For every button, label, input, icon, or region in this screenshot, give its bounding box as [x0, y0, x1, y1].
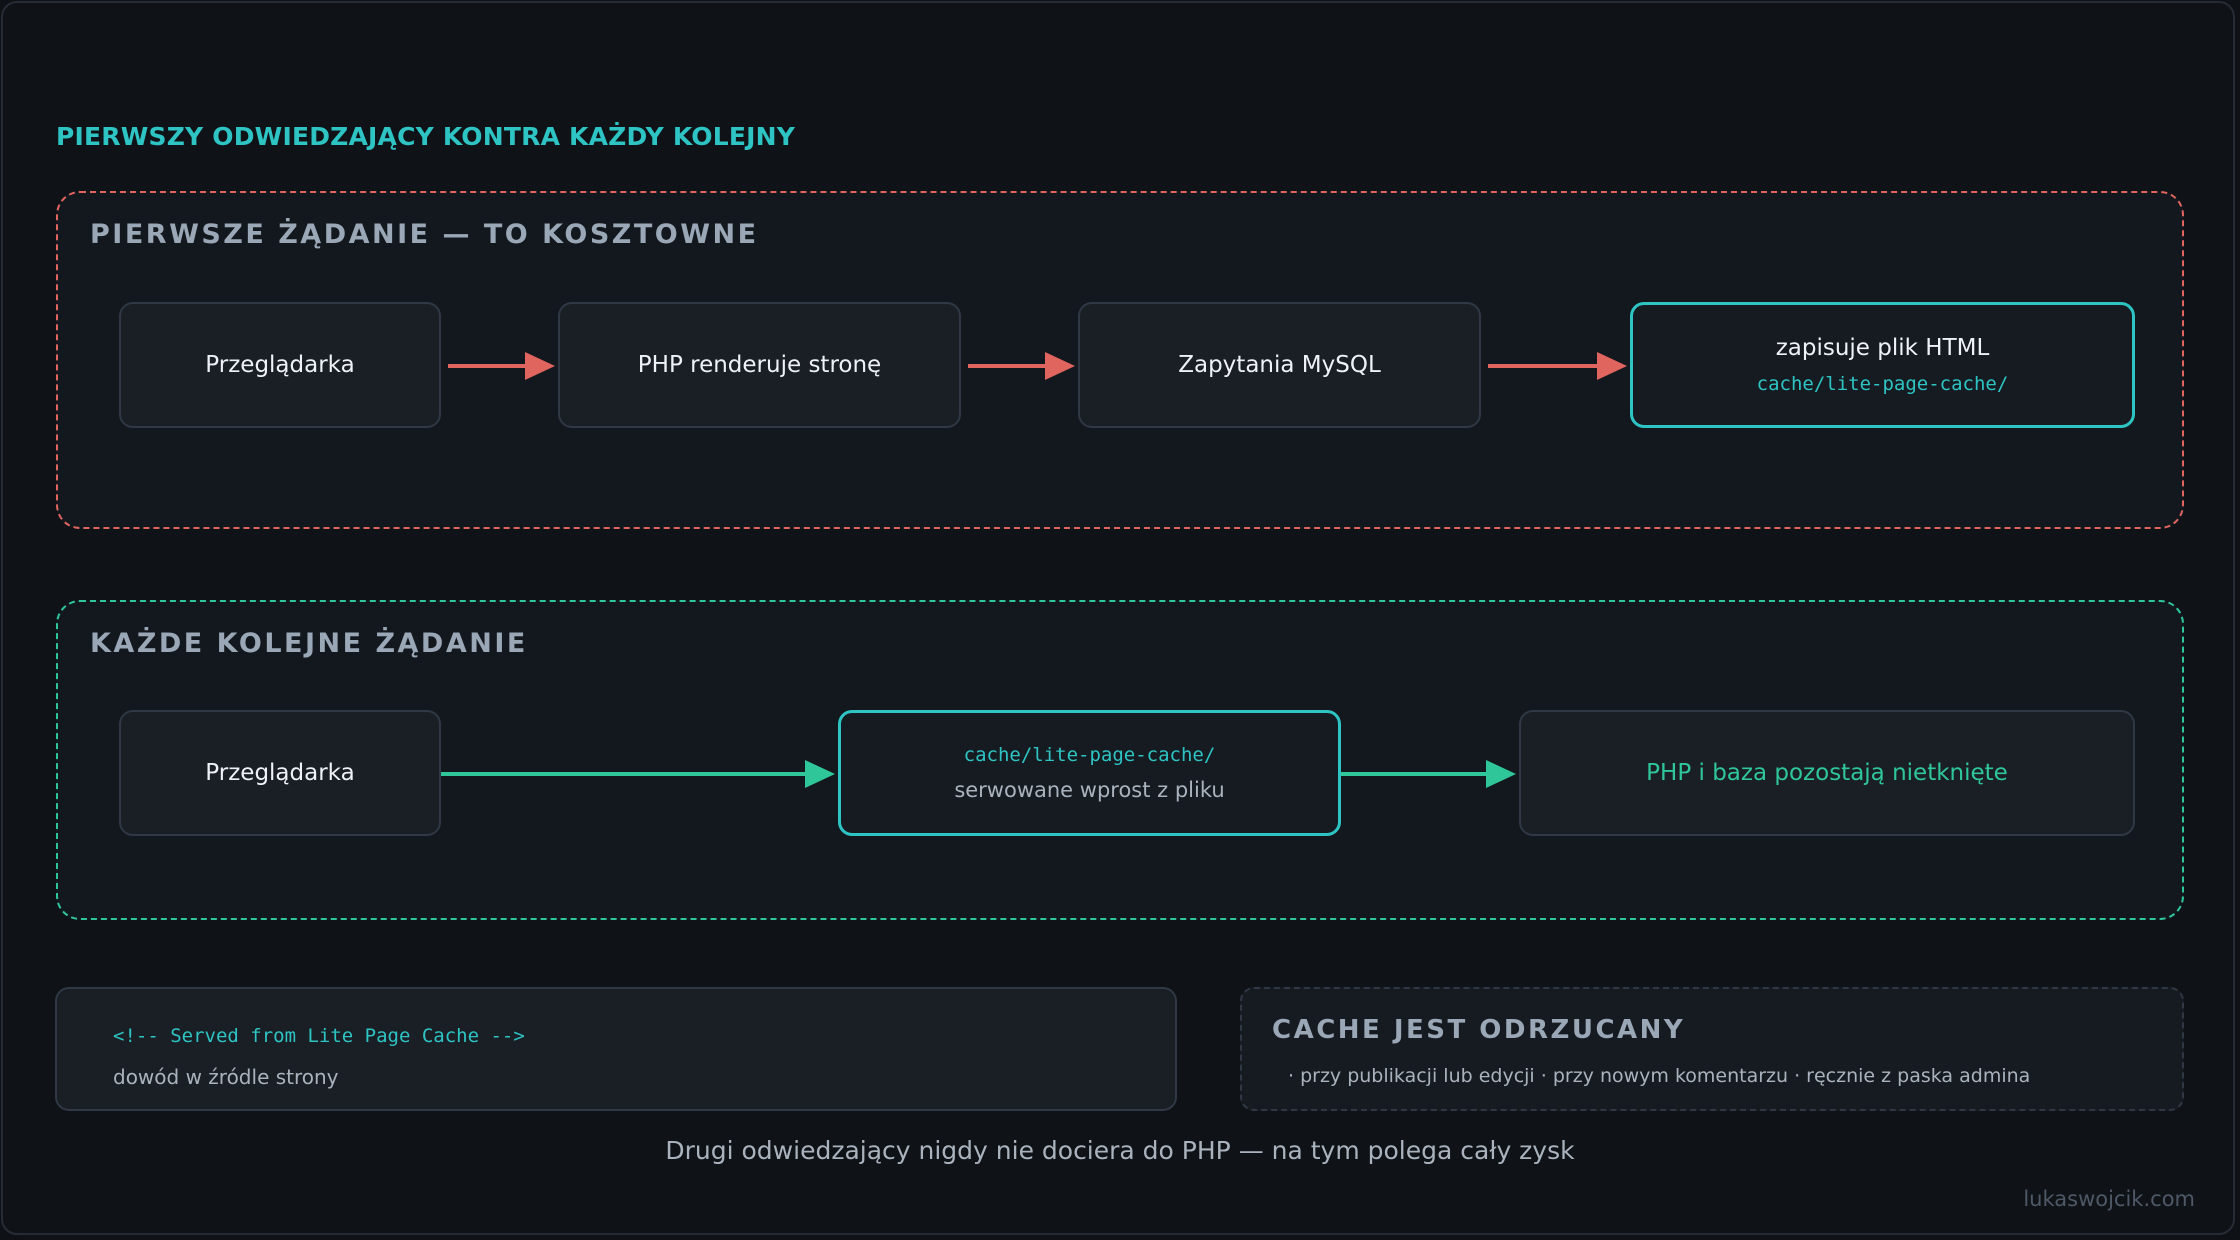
node-path: cache/lite-page-cache/ — [963, 744, 1216, 766]
first-request-label: PIERWSZE ŻĄDANIE — TO KOSZTOWNE — [90, 219, 759, 250]
node-path: cache/lite-page-cache/ — [1756, 373, 2009, 395]
node-label: PHP renderuje stronę — [637, 352, 882, 378]
node-browser-next: Przeglądarka — [119, 710, 441, 836]
node-label: PHP i baza pozostają nietknięte — [1646, 760, 2008, 786]
node-php-untouched: PHP i baza pozostają nietknięte — [1519, 710, 2135, 836]
node-label: Przeglądarka — [205, 352, 355, 378]
node-label: Zapytania MySQL — [1178, 352, 1381, 378]
node-label: Przeglądarka — [205, 760, 355, 786]
invalidation-title: CACHE JEST ODRZUCANY — [1272, 1015, 1686, 1045]
invalidation-box: CACHE JEST ODRZUCANY · przy publikacji l… — [1240, 987, 2184, 1111]
node-mysql-queries: Zapytania MySQL — [1078, 302, 1481, 428]
node-label: serwowane wprost z pliku — [954, 778, 1225, 802]
node-save-html: zapisuje plik HTML cache/lite-page-cache… — [1630, 302, 2135, 428]
node-browser-first: Przeglądarka — [119, 302, 441, 428]
node-cache-file: cache/lite-page-cache/ serwowane wprost … — [838, 710, 1341, 836]
footer-caption: Drugi odwiedzający nigdy nie dociera do … — [665, 1136, 1575, 1165]
credit-link: lukaswojcik.com — [2023, 1187, 2195, 1211]
next-request-label: KAŻDE KOLEJNE ŻĄDANIE — [90, 628, 528, 659]
proof-comment: <!-- Served from Lite Page Cache --> — [113, 1025, 525, 1047]
proof-box: <!-- Served from Lite Page Cache --> dow… — [55, 987, 1177, 1111]
node-label: zapisuje plik HTML — [1775, 335, 1990, 361]
diagram-title: PIERWSZY ODWIEDZAJĄCY KONTRA KAŻDY KOLEJ… — [56, 122, 796, 151]
proof-description: dowód w źródle strony — [113, 1065, 339, 1089]
invalidation-items: · przy publikacji lub edycji · przy nowy… — [1288, 1065, 2031, 1087]
node-php-render: PHP renderuje stronę — [558, 302, 961, 428]
